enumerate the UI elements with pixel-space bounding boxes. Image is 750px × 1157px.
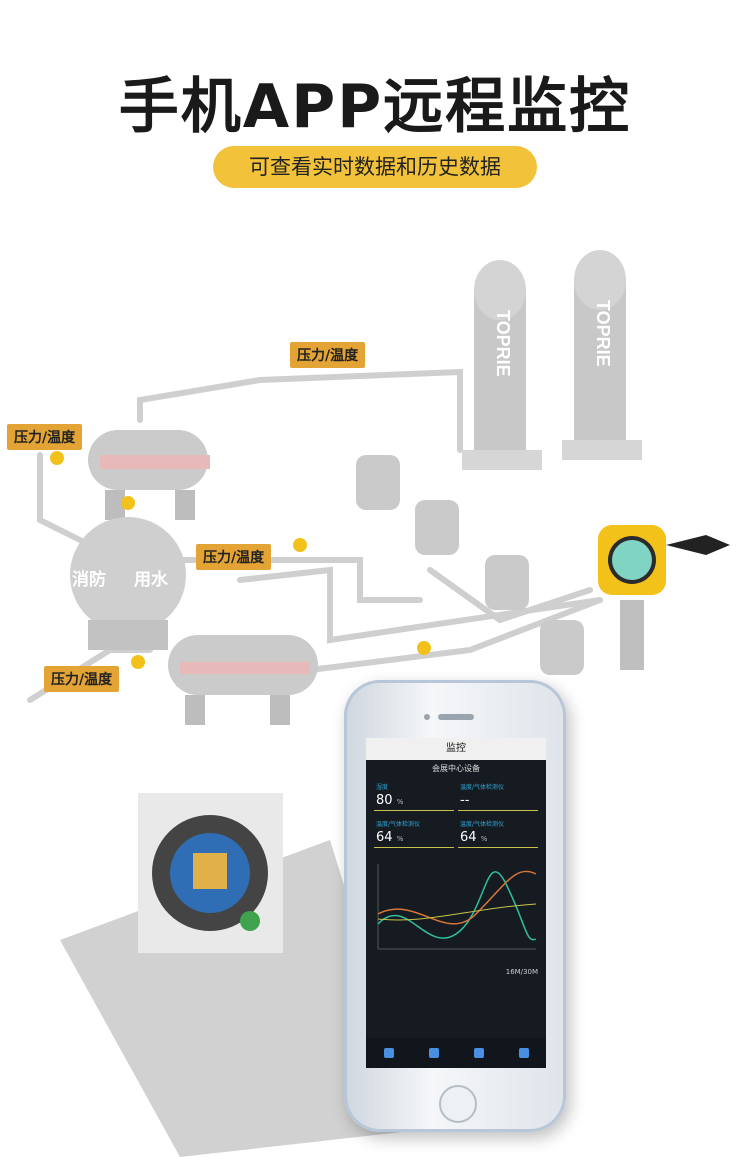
device-title: 会展中心设备 [432, 764, 480, 773]
page-title: 手机APP远程监控 [118, 72, 632, 142]
home-button[interactable] [439, 1085, 477, 1123]
tower-1 [462, 260, 542, 470]
trend-chart [377, 864, 537, 950]
sphere-text-2: 用水 [134, 569, 169, 590]
camera-dot [424, 714, 430, 720]
subtitle-badge: 可查看实时数据和历史数据 [213, 146, 537, 188]
sphere-text-1: 消防 [72, 569, 106, 590]
small-tanks [356, 455, 584, 675]
sensor-icons [50, 451, 431, 669]
gas-detector [598, 525, 730, 670]
reading-3-label: 温度/气体检测仪 [376, 821, 421, 828]
reading-4-label: 温度/气体检测仪 [460, 821, 505, 828]
horizontal-tank-top [88, 430, 210, 520]
storage-value: 16M/30M [505, 968, 538, 976]
fire-water-sphere [70, 517, 186, 650]
tower-brand-1: TOPRIE [493, 310, 513, 377]
tag-pressure-temp-2: 压力/温度 [7, 424, 83, 450]
tag-pressure-temp-4: 压力/温度 [44, 666, 120, 692]
nav-user-icon[interactable] [518, 1048, 529, 1058]
speaker-slot [438, 714, 474, 720]
tower-2 [562, 250, 642, 460]
reading-row-1: 湿度 80 % 温度/气体检测仪 -- [366, 780, 546, 811]
app-bottom-nav [366, 1038, 546, 1068]
horizontal-tank-bottom [168, 635, 318, 725]
tag-pressure-temp-3: 压力/温度 [196, 544, 272, 570]
reading-2-value: -- [460, 793, 470, 808]
phone-screen: 监控 会展中心设备 湿度 80 % 温度/气体检测仪 -- 温度/气体检测仪 6… [366, 738, 546, 1068]
reading-2-label: 温度/气体检测仪 [460, 784, 505, 791]
reading-1-label: 湿度 [376, 784, 389, 791]
reading-3-unit: % [396, 835, 404, 843]
nav-location-icon[interactable] [428, 1048, 439, 1058]
reading-4-unit: % [480, 835, 488, 843]
trend-line-orange [377, 870, 537, 925]
reading-3-value: 64 [376, 830, 393, 845]
reading-row-2: 温度/气体检测仪 64 % 温度/气体检测仪 64 % [366, 817, 546, 848]
app-top-bar: 监控 [366, 738, 546, 760]
qr-code-card [138, 793, 283, 953]
smartphone: 监控 会展中心设备 湿度 80 % 温度/气体检测仪 -- 温度/气体检测仪 6… [344, 680, 566, 1132]
nav-monitor-icon[interactable] [383, 1048, 394, 1058]
trend-line-yellow [377, 903, 537, 921]
reading-card-1[interactable]: 湿度 80 % [374, 780, 454, 811]
reading-4-value: 64 [460, 830, 477, 845]
tower-brand-2: TOPRIE [593, 300, 613, 367]
reading-1-value: 80 [376, 793, 393, 808]
nav-tools-icon[interactable] [473, 1048, 484, 1058]
trend-line-teal [377, 871, 537, 941]
reading-card-2[interactable]: 温度/气体检测仪 -- [458, 780, 538, 811]
reading-1-unit: % [396, 798, 404, 806]
reading-card-4[interactable]: 温度/气体检测仪 64 % [458, 817, 538, 848]
tag-pressure-temp-1: 压力/温度 [290, 342, 366, 368]
reading-card-3[interactable]: 温度/气体检测仪 64 % [374, 817, 454, 848]
qr-code-icon [152, 815, 268, 931]
